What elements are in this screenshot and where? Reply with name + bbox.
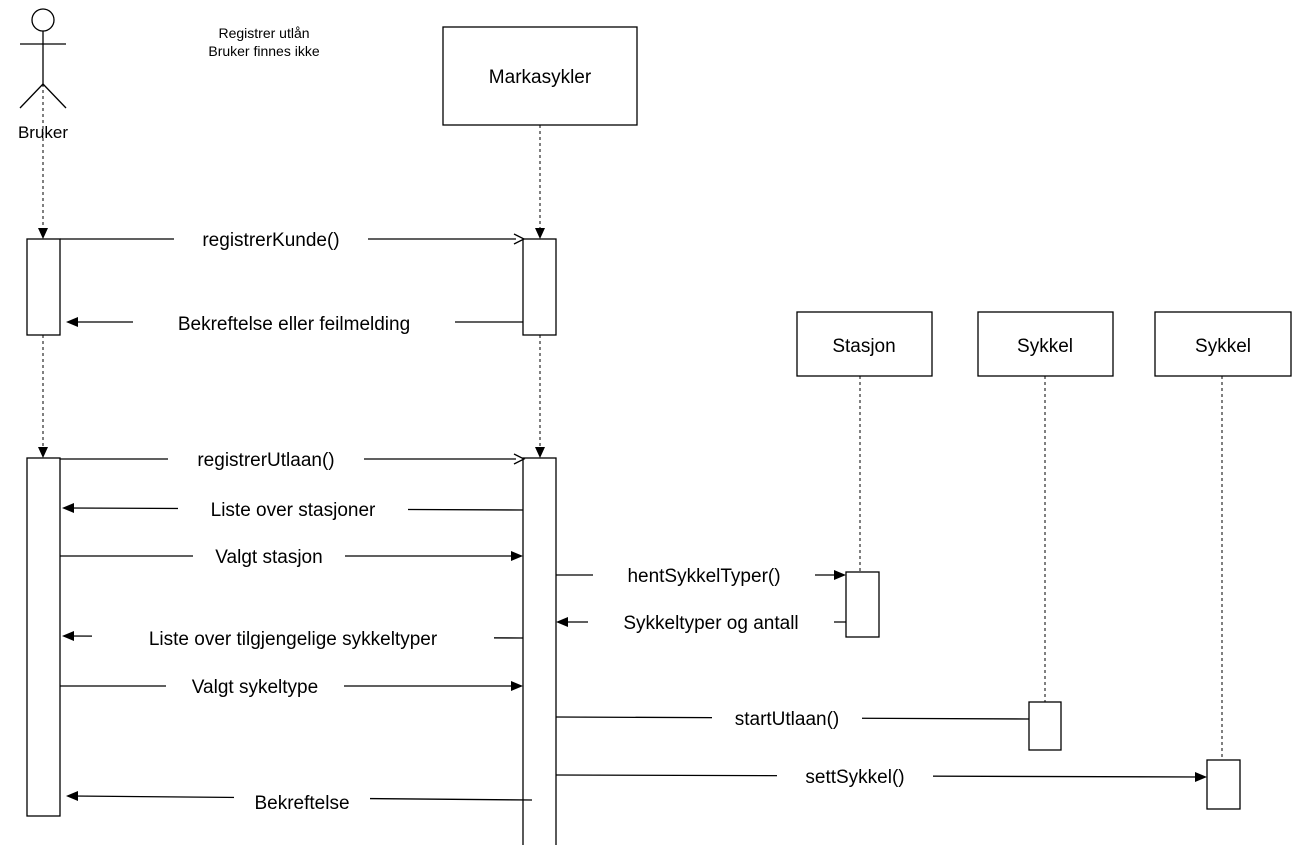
- participant-sykkel-2: Sykkel: [1154, 311, 1292, 377]
- message-sykkeltyper-og-antall: Sykkeltyper og antall: [556, 611, 846, 634]
- activation-markasykler-2: [522, 457, 557, 845]
- participant-sykkel-1-label: Sykkel: [1017, 336, 1073, 357]
- message-sett-sykkel: settSykkel(): [555, 765, 1207, 788]
- activation-stasjon: [845, 571, 880, 638]
- message-bekreftelse-label: Bekreftelse: [254, 793, 349, 814]
- activation-markasykler-1: [522, 238, 557, 336]
- participant-stasjon-label: Stasjon: [832, 336, 895, 357]
- activation-bruker-1: [26, 238, 61, 336]
- activation-sykkel-2: [1206, 759, 1241, 810]
- message-liste-over-stasjoner-label: Liste over stasjoner: [211, 500, 376, 521]
- message-sett-sykkel-label: settSykkel(): [805, 767, 904, 788]
- message-hent-sykkel-typer-label: hentSykkelTyper(): [627, 566, 780, 587]
- participant-stasjon: Stasjon: [796, 311, 933, 377]
- participant-sykkel-1: Sykkel: [977, 311, 1114, 377]
- arrowhead-markasykler-1: [535, 228, 545, 239]
- arrowhead-bruker-2: [38, 447, 48, 458]
- message-valgt-stasjon-label: Valgt stasjon: [215, 547, 322, 568]
- message-sykkeltyper-og-antall-label: Sykkeltyper og antall: [623, 613, 798, 634]
- diagram-title-line-1: Registrer utlån: [218, 25, 309, 41]
- message-liste-over-stasjoner: Liste over stasjoner: [62, 498, 524, 521]
- activation-sykkel-1: [1028, 701, 1062, 751]
- message-bekreftelse-eller-feilmelding: Bekreftelse eller feilmelding: [66, 311, 523, 335]
- stick-figure-icon: [19, 8, 67, 109]
- arrowhead-markasykler-2: [535, 447, 545, 458]
- message-registrer-utlaan: registrerUtlaan(): [60, 448, 526, 471]
- message-liste-over-tilgjengelige-sykkeltyper-label: Liste over tilgjengelige sykkeltyper: [149, 629, 438, 650]
- message-hent-sykkel-typer: hentSykkelTyper(): [556, 564, 846, 587]
- message-registrer-kunde: registrerKunde(): [60, 228, 526, 251]
- message-bekreftelse-eller-feilmelding-label: Bekreftelse eller feilmelding: [178, 314, 410, 335]
- participant-sykkel-2-label: Sykkel: [1195, 336, 1251, 357]
- message-bekreftelse: Bekreftelse: [66, 791, 533, 814]
- arrowhead-bruker-1: [38, 228, 48, 239]
- message-start-utlaan-label: startUtlaan(): [735, 709, 840, 730]
- message-valgt-stasjon: Valgt stasjon: [60, 545, 523, 568]
- message-registrer-utlaan-label: registrerUtlaan(): [197, 450, 334, 471]
- diagram-title-line-2: Bruker finnes ikke: [208, 43, 319, 59]
- message-start-utlaan: startUtlaan(): [555, 707, 1030, 730]
- message-liste-over-tilgjengelige-sykkeltyper: Liste over tilgjengelige sykkeltyper: [62, 627, 524, 650]
- participant-markasykler: Markasykler: [442, 26, 638, 126]
- participant-markasykler-label: Markasykler: [489, 67, 592, 88]
- message-registrer-kunde-label: registrerKunde(): [202, 230, 339, 251]
- message-valgt-sykeltype-label: Valgt sykeltype: [192, 677, 318, 698]
- message-valgt-sykeltype: Valgt sykeltype: [60, 675, 523, 698]
- activation-bruker-2: [26, 457, 61, 817]
